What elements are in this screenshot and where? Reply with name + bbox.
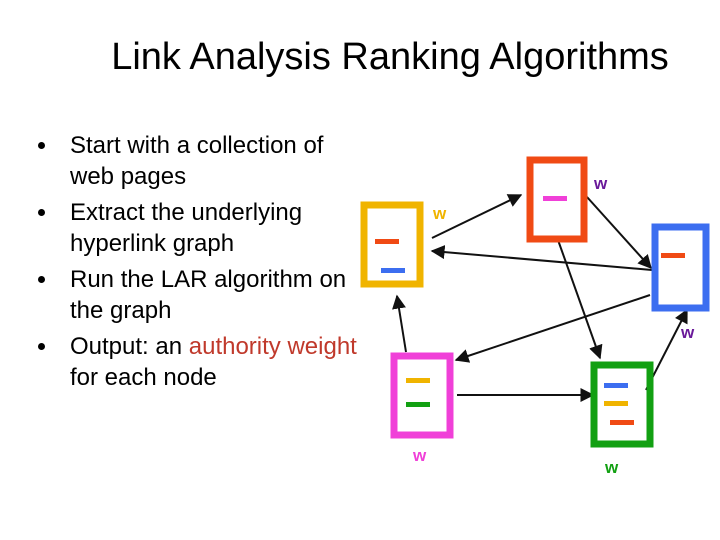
edge-orange-green	[557, 239, 603, 360]
bullet-item: Output: an authority weight for each nod…	[38, 331, 368, 393]
bullet-highlight: authority weight	[188, 333, 357, 360]
node-blue-label: w	[680, 323, 695, 342]
node-orange-label: w	[593, 174, 608, 193]
node-pink: w	[390, 352, 454, 465]
bullet-text: Output: an	[70, 333, 189, 360]
node-orange: w	[526, 156, 608, 243]
bullet-text: Run the LAR algorithm on the graph	[70, 266, 347, 324]
node-pink-label: w	[412, 446, 427, 465]
node-green-label: w	[604, 458, 619, 477]
bullet-text: Extract the underlying hyperlink graph	[70, 199, 303, 257]
bullet-dot	[38, 343, 45, 350]
node-green: w	[590, 361, 654, 477]
bullet-item: Run the LAR algorithm on the graph	[38, 264, 368, 326]
bullet-text: for each node	[70, 364, 217, 391]
bullet-dot	[38, 276, 45, 283]
node-blue: w	[651, 223, 710, 342]
node-yellow: w	[360, 201, 447, 288]
edge-yellow-orange	[431, 194, 523, 239]
node-yellow-label: w	[432, 204, 447, 223]
bullet-item: Start with a collection of web pages	[38, 130, 368, 192]
bullet-dot	[38, 142, 45, 149]
bullet-item: Extract the underlying hyperlink graph	[38, 197, 368, 259]
edge-orange-blue	[586, 196, 652, 270]
bullet-dot	[38, 209, 45, 216]
edge-blue-pink	[454, 294, 651, 363]
bullet-list: Start with a collection of web pages Ext…	[38, 130, 368, 398]
edge-blue-yellow	[430, 245, 653, 271]
slide-title: Link Analysis Ranking Algorithms	[111, 36, 669, 78]
bullet-text: Start with a collection of web pages	[70, 132, 324, 190]
edge-pink-yellow	[392, 294, 407, 353]
